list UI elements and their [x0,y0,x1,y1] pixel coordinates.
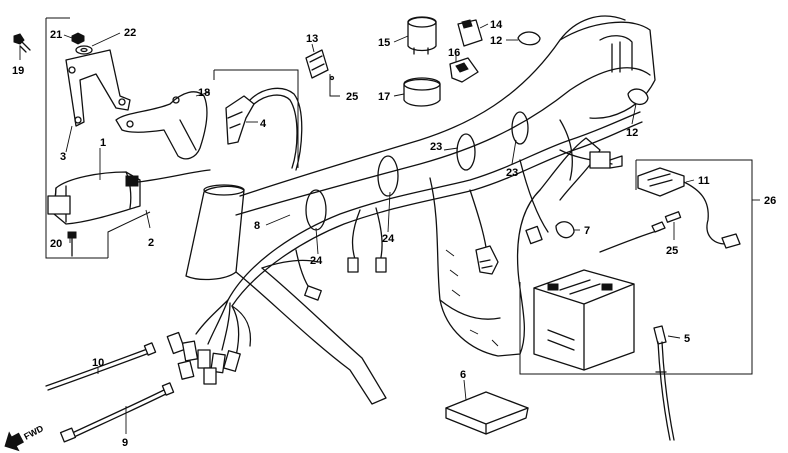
fwd-arrow-icon [4,431,24,452]
relay-rubber-mount [403,78,441,107]
nut-icon [71,32,85,45]
top-center-parts [305,16,649,107]
frame-backbone-lower [235,67,651,216]
head-pipe [185,185,245,281]
coil-mount-bracket [115,91,208,160]
callout-1: 1 [100,137,106,149]
fwd-label: FWD [22,423,45,442]
coil-bracket [65,49,131,127]
cable-9 [69,387,169,435]
bolt-icon [19,41,31,53]
cable-10 [45,347,151,387]
wire-clip [555,221,575,239]
callout-11: 11 [698,175,710,187]
frame [185,15,656,405]
screw-icon [67,231,77,239]
callout-2: 2 [148,237,154,249]
frame-connectors [295,151,623,301]
callout-19: 19 [12,65,24,77]
front-connectors [166,331,241,385]
callout-24b: 24 [382,233,395,245]
callout-12a: 12 [490,35,502,47]
leader-lines [19,23,760,434]
callout-labels: 1 2 3 4 5 6 7 8 9 10 11 12 12 13 14 15 1… [12,19,776,449]
ignition-coil-group [13,17,211,259]
cover-plate [445,391,529,435]
callout-24a: 24 [310,255,323,267]
callout-9: 9 [122,437,128,449]
callout-23b: 23 [506,167,518,179]
callout-7: 7 [584,225,590,237]
starter-relay [407,16,437,52]
callout-20: 20 [50,238,62,250]
callout-23a: 23 [430,141,442,153]
loose-parts [45,221,575,443]
frame-engine-mount [429,177,541,357]
battery-group [519,159,753,441]
frame-downtube-left [235,267,387,405]
callout-12b: 12 [626,127,638,139]
callout-15: 15 [378,37,390,49]
callout-8: 8 [254,220,260,232]
callout-25b: 25 [666,245,678,257]
callout-3: 3 [60,151,66,163]
callout-13: 13 [306,33,318,45]
callout-21: 21 [50,29,62,41]
fwd-direction-marker: FWD [4,423,45,452]
ignition-coil [53,171,141,225]
callout-10: 10 [92,357,104,369]
frame-backbone-upper [239,15,626,197]
fuse-holder [637,167,685,197]
callout-6: 6 [460,369,466,381]
callout-4: 4 [260,118,267,130]
callout-18: 18 [198,87,210,99]
wire-harness [195,111,643,357]
callout-26: 26 [764,195,776,207]
spark-plug-cap [225,95,255,145]
harness-clamps [305,111,529,231]
ht-lead [249,87,303,171]
callout-17: 17 [378,91,390,103]
battery-breather-tube [653,325,667,345]
relay-switch [305,49,329,79]
callout-22: 22 [124,27,136,39]
callout-16: 16 [448,47,460,59]
callout-25a: 25 [346,91,358,103]
grommet-icon [517,31,541,46]
grommet-icon [627,88,649,105]
washer-icon [75,45,93,55]
callout-14: 14 [490,19,503,31]
callout-5: 5 [684,333,690,345]
fuse-icon [664,211,682,223]
spark-plug-group [115,69,303,171]
